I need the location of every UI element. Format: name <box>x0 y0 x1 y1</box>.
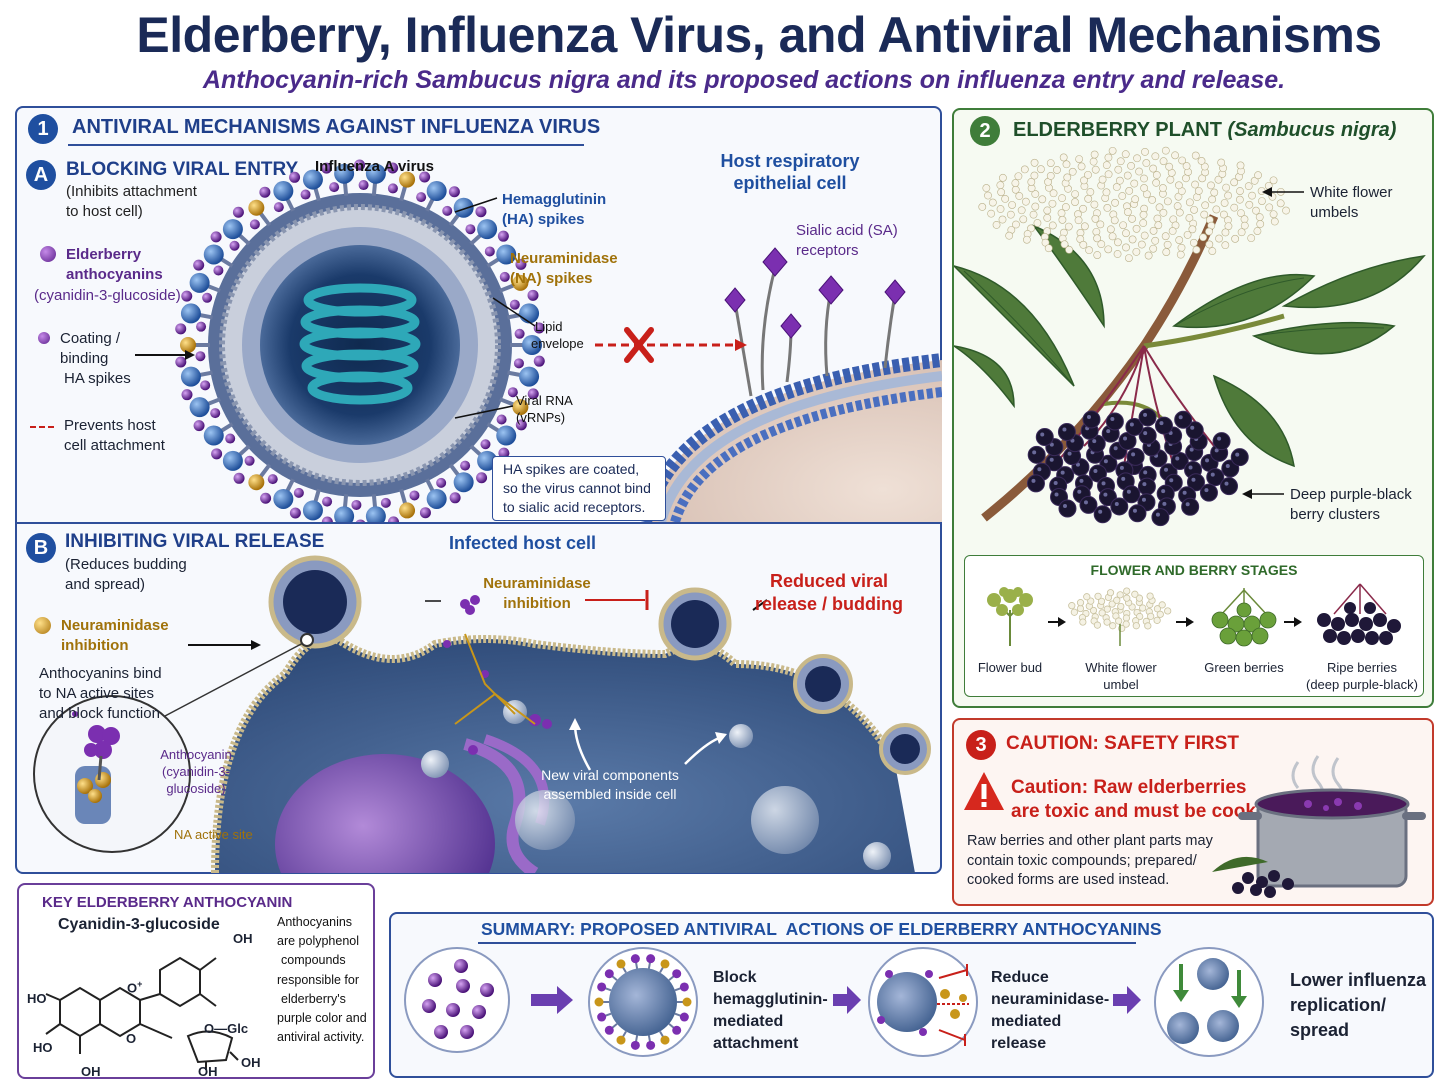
stages-box <box>964 555 1424 697</box>
stage-4-label: Ripe berries (deep purple-black) <box>1305 660 1418 692</box>
atom-ho-left: HO <box>27 991 47 1006</box>
ha-coated-note: HA spikes are coated, so the virus canno… <box>492 456 666 521</box>
summary-illustration <box>404 947 1264 1057</box>
caution-body-text: Raw berries and other plant parts may co… <box>967 833 1213 888</box>
ha-spikes-label: Hemagglutinin (HA) spikes <box>502 191 607 228</box>
na-legend-dot <box>34 617 51 634</box>
key-compound-name: Cyanidin-3-glucoside <box>58 916 220 933</box>
reduced-release-label: Reduced viral release / budding <box>754 571 904 614</box>
coating-legend-label: Coating / binding HA spikes <box>60 330 131 387</box>
cyanidin-structure <box>45 956 239 1070</box>
panel3-number-badge: 3 <box>966 730 996 760</box>
cooking-pot-icon <box>1212 755 1426 898</box>
atom-oxonium: O+ <box>127 979 143 996</box>
viral-release-illustration <box>33 555 931 873</box>
lipid-envelope-label: Lipid envelope <box>531 319 584 351</box>
key-heading: KEY ELDERBERRY ANTHOCYANIN <box>42 894 293 911</box>
sectionA-heading: BLOCKING VIRAL ENTRY <box>66 159 299 180</box>
key-description: Anthocyanins are polyphenol compounds re… <box>277 915 367 1045</box>
atom-o-ring: O <box>126 1031 137 1046</box>
atom-oh-top: OH <box>233 931 253 946</box>
sectionB-heading: INHIBITING VIRAL RELEASE <box>65 531 325 552</box>
atom-o-glc: O—Glc <box>204 1021 249 1036</box>
stages-heading: FLOWER AND BERRY STAGES <box>1090 562 1298 578</box>
summary-step3-text: Lower influenza replication/ spread <box>1290 970 1427 1040</box>
prevents-legend-dash <box>30 426 54 428</box>
summary-heading: SUMMARY: PROPOSED ANTIVIRAL ACTIONS OF E… <box>481 919 1162 939</box>
influenza-virus-label: Influenza A virus <box>315 158 434 175</box>
elderberry-plant-illustration <box>954 146 1426 527</box>
panel1-heading: ANTIVIRAL MECHANISMS AGAINST INFLUENZA V… <box>72 116 601 138</box>
panel2-number-badge: 2 <box>970 116 1000 146</box>
zoom-anthocyanin-label: Anthocyanin (cyanidin-3- glucoside) <box>160 747 232 796</box>
page-title: Elderberry, Influenza Virus, and Antivir… <box>136 7 1382 63</box>
atom-oh-bottom-left: OH <box>81 1064 101 1079</box>
atom-oh-bottom-right: OH <box>241 1055 261 1070</box>
panel1-heading-underline <box>68 144 584 146</box>
stage-3-label: Green berries <box>1204 660 1284 675</box>
sectionA-letter-badge: A <box>26 160 56 190</box>
anthocyanin-legend-label: Elderberry anthocyanins <box>66 246 163 283</box>
assembled-components-label: New viral components assembled inside ce… <box>541 767 679 802</box>
warning-icon <box>964 772 1004 810</box>
coating-legend-dot <box>38 332 50 344</box>
na-spikes-label: Neuraminidase (NA) spikes <box>510 250 618 287</box>
berry-cluster-label: Deep purple-black berry clusters <box>1290 486 1412 523</box>
flower-umbel <box>978 146 1290 263</box>
sectionB-letter-badge: B <box>26 533 56 563</box>
na-inhibition-label: Neuraminidase inhibition <box>483 575 591 612</box>
prevents-legend-label: Prevents host cell attachment <box>64 417 165 454</box>
stage-2-label: White flower umbel <box>1085 660 1157 692</box>
host-cell-label: Host respiratory epithelial cell <box>720 151 860 193</box>
stages-illustration <box>987 583 1401 647</box>
caution-warning-text: Caution: Raw elderberries are toxic and … <box>1011 777 1284 822</box>
berry-cluster <box>1026 408 1249 527</box>
atom-ho-bottom: HO <box>33 1040 53 1055</box>
antho-bind-text: Anthocyanins bind to NA active sites and… <box>39 665 162 722</box>
sectionB-subheading: (Reduces budding and spread) <box>65 556 187 593</box>
key-anthocyanin-box <box>17 883 375 1079</box>
panel3-heading: CAUTION: SAFETY FIRST <box>1006 733 1239 754</box>
zoom-na-site-label: NA active site <box>174 827 253 842</box>
viral-entry-illustration <box>135 159 942 522</box>
section-divider <box>16 522 941 524</box>
viral-rna-label: Viral RNA (vRNPs) <box>516 393 573 425</box>
anthocyanin-legend-dot <box>40 246 56 262</box>
summary-heading-underline <box>478 942 1136 944</box>
page-subtitle: Anthocyanin-rich Sambucus nigra and its … <box>202 66 1286 94</box>
sialic-acid-label: Sialic acid (SA) receptors <box>796 222 898 259</box>
anthocyanin-legend-compound: (cyanidin-3-glucoside) <box>34 287 181 304</box>
sectionA-subheading: (Inhibits attachment to host cell) <box>66 183 197 220</box>
white-flower-label: White flower umbels <box>1310 184 1393 221</box>
atom-oh-bottom-mid: OH <box>198 1064 218 1079</box>
summary-step1-text: Block hemagglutinin- mediated attachment <box>713 969 828 1052</box>
na-legend-label: Neuraminidase inhibition <box>61 617 169 654</box>
panel2-heading: ELDERBERRY PLANT (Sambucus nigra) <box>1013 119 1397 141</box>
infected-cell-label: Infected host cell <box>449 533 597 553</box>
summary-step2-text: Reduce neuraminidase- mediated release <box>991 969 1110 1052</box>
stage-1-label: Flower bud <box>977 660 1043 675</box>
panel1-number-badge: 1 <box>28 114 58 144</box>
